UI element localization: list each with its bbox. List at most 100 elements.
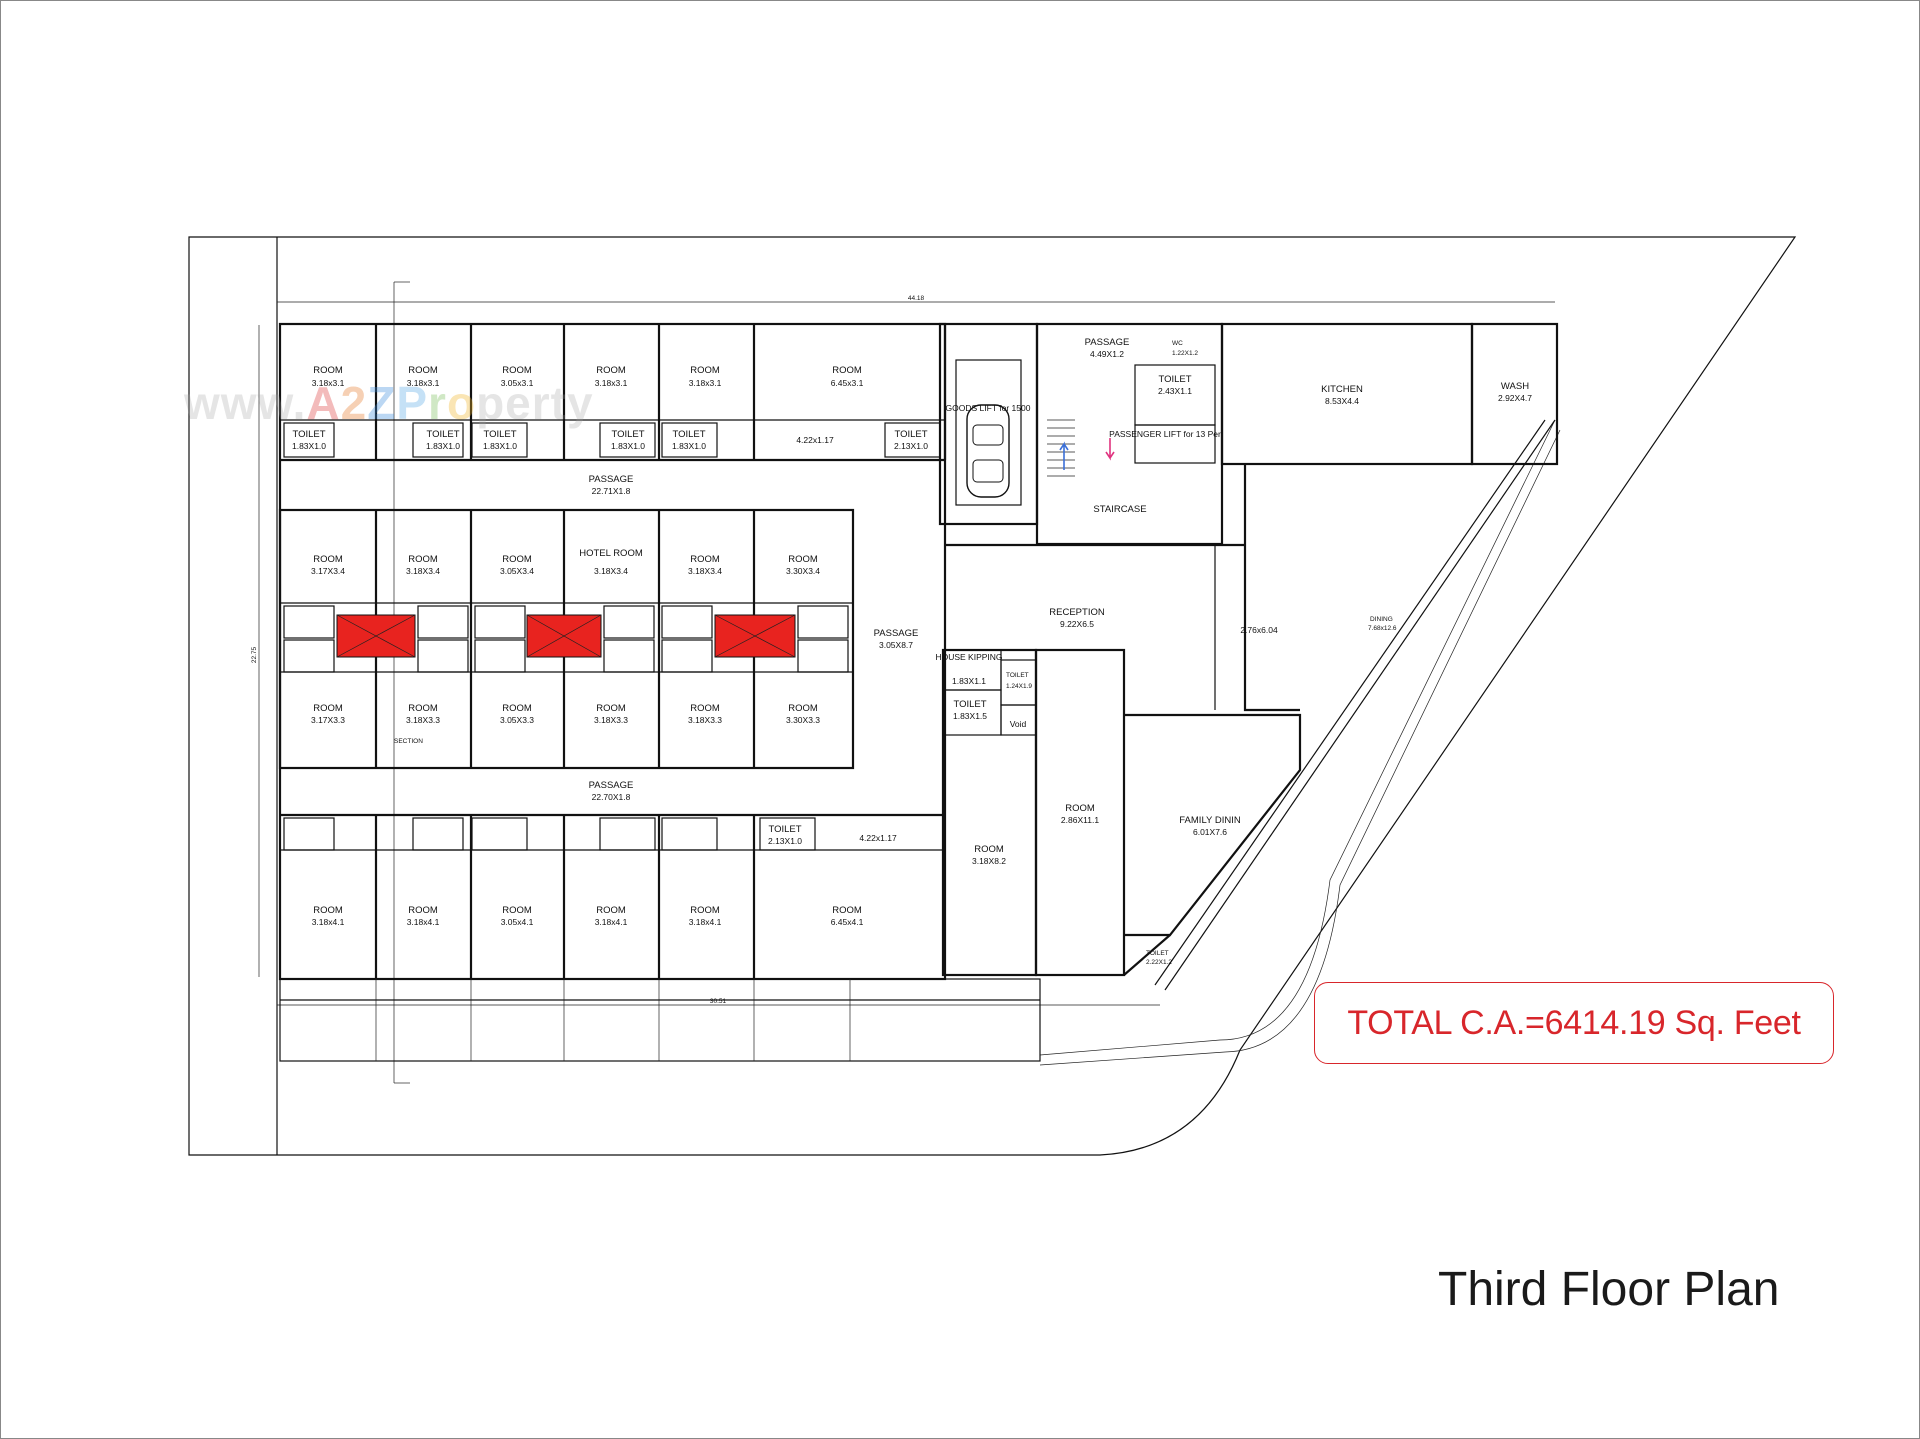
room-label: ROOM <box>502 703 532 714</box>
house-kipping-label: HOUSE KIPPING <box>935 652 1002 662</box>
room-label: ROOM <box>313 905 343 916</box>
section-label: SECTION <box>394 738 423 745</box>
site-boundary <box>188 236 1797 1156</box>
toilet-label: TOILET <box>1158 374 1191 385</box>
room-size: 6.45x3.1 <box>831 378 864 388</box>
room-label: ROOM <box>596 365 626 376</box>
toilet-size: 1.83X1.0 <box>611 441 645 451</box>
bottom-row <box>280 813 945 979</box>
room-size: 3.18X3.3 <box>688 715 722 725</box>
road-curve-2 <box>1039 429 1561 1066</box>
room-label: ROOM <box>502 365 532 376</box>
room-label: ROOM <box>408 905 438 916</box>
passage-label: PASSAGE <box>1085 337 1130 348</box>
family-dining-label: FAMILY DININ <box>1179 815 1241 826</box>
total-area-text: TOTAL C.A.=6414.19 Sq. Feet <box>1347 1003 1801 1042</box>
reception-size: 9.22X6.5 <box>1060 619 1094 629</box>
dining-label: DINING <box>1370 616 1393 623</box>
room-size: 2.86X11.1 <box>1061 815 1099 825</box>
wash-size: 2.92X4.7 <box>1498 393 1532 403</box>
goods-lift-label: GOODS LIFT for 1500 <box>946 403 1031 413</box>
road-curve <box>1039 419 1556 1056</box>
room-label: HOTEL ROOM <box>579 548 643 559</box>
plan-title: Third Floor Plan <box>1438 1263 1780 1316</box>
room-size: 3.05x4.1 <box>501 917 534 927</box>
room-label: ROOM <box>832 365 862 376</box>
room-size: 3.05X3.4 <box>500 566 534 576</box>
car-icon <box>966 404 1010 498</box>
toilet-label: TOILET <box>292 429 325 440</box>
room-size: 3.18x4.1 <box>689 917 722 927</box>
room-label: ROOM <box>690 554 720 565</box>
passage-size: 3.05X8.7 <box>879 640 913 650</box>
toilet-label: TOILET <box>672 429 705 440</box>
room-size: 3.30X3.3 <box>786 715 820 725</box>
passage-label: PASSAGE <box>589 780 634 791</box>
room-size: 3.18x4.1 <box>407 917 440 927</box>
room-size: 6.45x4.1 <box>831 917 864 927</box>
room-size: 3.18x3.1 <box>312 378 345 388</box>
room-size: 3.18x3.1 <box>595 378 628 388</box>
room-label: ROOM <box>313 365 343 376</box>
room-label: ROOM <box>690 703 720 714</box>
top-row <box>280 324 947 462</box>
reception-dim: 2.76x6.04 <box>1240 625 1278 635</box>
room-label: ROOM <box>832 905 862 916</box>
total-area-box: TOTAL C.A.=6414.19 Sq. Feet <box>1314 982 1834 1064</box>
room-size: 3.17X3.3 <box>311 715 345 725</box>
toilet-label: TOILET <box>1006 672 1029 679</box>
void-label: Void <box>1010 719 1027 729</box>
room-label: ROOM <box>690 365 720 376</box>
room-label: ROOM <box>974 844 1004 855</box>
kitchen-label: KITCHEN <box>1321 384 1363 395</box>
staircase-label: STAIRCASE <box>1093 504 1146 515</box>
toilet-label: TOILET <box>768 824 801 835</box>
stair-up-arrow-icon <box>1059 441 1069 470</box>
room-label: ROOM <box>502 554 532 565</box>
house-kipping-size: 1.83X1.1 <box>952 676 986 686</box>
watermark: www.A2ZProperty <box>184 377 594 429</box>
room-size: 3.18x3.1 <box>689 378 722 388</box>
balcony-divisions <box>375 979 851 1061</box>
diagonal-wall <box>1164 419 1556 991</box>
wc-size: 1.22X1.2 <box>1172 350 1198 357</box>
room-label: ROOM <box>596 703 626 714</box>
room-size: 3.18X3.4 <box>406 566 440 576</box>
room-label: ROOM <box>408 703 438 714</box>
toilet-label: TOILET <box>953 699 986 710</box>
family-dining-size: 6.01X7.6 <box>1193 827 1227 837</box>
wc-label: WC <box>1172 340 1183 347</box>
toilet-label: TOILET <box>894 429 927 440</box>
room-label: ROOM <box>690 905 720 916</box>
toilet-size: 2.43X1.1 <box>1158 386 1192 396</box>
passage-label: PASSAGE <box>589 474 634 485</box>
room-label: ROOM <box>596 905 626 916</box>
middle-block <box>278 508 855 770</box>
toilet-label: TOILET <box>483 429 516 440</box>
toilet-size: 1.83X1.0 <box>426 441 460 451</box>
room-label: ROOM <box>788 554 818 565</box>
toilet-label: TOILET <box>611 429 644 440</box>
room-size: 3.18X3.3 <box>406 715 440 725</box>
toilet-size: 2.13X1.0 <box>894 441 928 451</box>
toilet-size: 1.83X1.0 <box>292 441 326 451</box>
reception-label: RECEPTION <box>1049 607 1105 618</box>
passage-size: 4.49X1.2 <box>1090 349 1124 359</box>
corridor-size: 4.22x1.17 <box>859 833 897 843</box>
passage-label: PASSAGE <box>874 628 919 639</box>
wash-label: WASH <box>1501 381 1529 392</box>
reception-walls <box>945 465 1300 712</box>
toilet-size: 1.83X1.5 <box>953 711 987 721</box>
toilet-size: 2.22X1.2 <box>1146 959 1172 966</box>
dining-size: 7.68x12.6 <box>1368 625 1397 632</box>
room-size: 3.18X3.4 <box>688 566 722 576</box>
family-dining-outline <box>1124 713 1302 937</box>
room-big-outline <box>1034 648 1126 977</box>
room-size: 3.05x3.1 <box>501 378 534 388</box>
room-label: ROOM <box>788 703 818 714</box>
dim-bottom: 30.51 <box>710 998 727 1005</box>
passage-size: 22.71X1.8 <box>592 486 631 496</box>
dim-left: 22.75 <box>251 646 258 663</box>
room-size: 3.30X3.4 <box>786 566 820 576</box>
